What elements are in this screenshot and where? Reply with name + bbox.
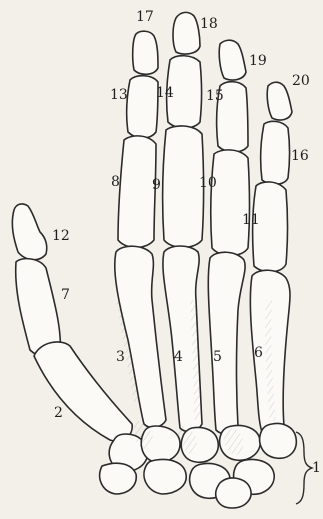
label-5-ring-metacarpal: 5	[213, 350, 222, 364]
label-6-little-metacarpal: 6	[254, 346, 263, 360]
label-4-middle-metacarpal: 4	[174, 350, 183, 364]
label-10-ring-proximal-phalanx: 10	[199, 176, 217, 190]
label-3-index-metacarpal: 3	[116, 350, 125, 364]
label-15-ring-middle-phalanx: 15	[206, 89, 224, 103]
label-1-carpus: 1	[312, 461, 321, 475]
label-12-thumb-distal-phalanx: 12	[52, 229, 70, 243]
carpus-brace	[296, 432, 312, 504]
label-8-index-proximal-phalanx: 8	[111, 175, 120, 189]
label-9-middle-proximal-phalanx: 9	[152, 178, 161, 192]
label-16-little-middle-phalanx: 16	[291, 149, 309, 163]
label-11-little-proximal-phalanx: 11	[242, 213, 260, 227]
label-2-thumb-metacarpal: 2	[54, 406, 63, 420]
label-18-middle-distal-phalanx: 18	[200, 17, 218, 31]
label-17-index-distal-phalanx: 17	[136, 10, 154, 24]
label-14-middle-middle-phalanx: 14	[156, 86, 174, 100]
label-13-index-middle-phalanx: 13	[110, 88, 128, 102]
label-20-little-distal-phalanx: 20	[292, 74, 310, 88]
carpal-bones	[100, 424, 297, 508]
label-7-thumb-proximal-phalanx: 7	[61, 288, 70, 302]
thumb-bones	[12, 204, 132, 441]
label-19-ring-distal-phalanx: 19	[249, 54, 267, 68]
